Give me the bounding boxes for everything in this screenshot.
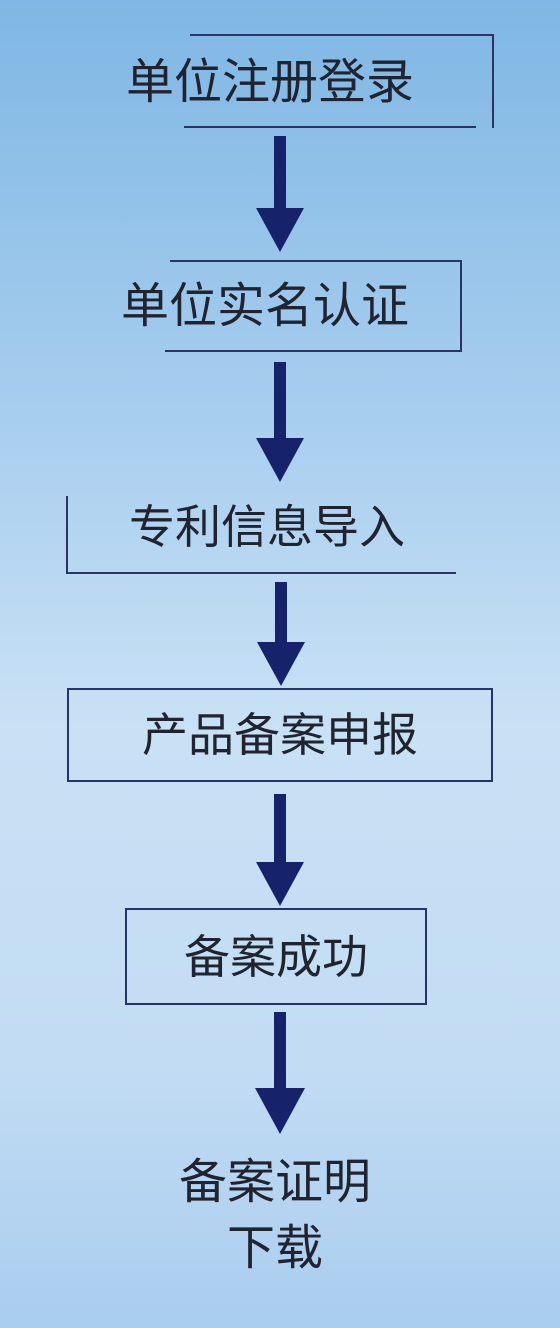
step-register-login-frame-top [190,34,494,36]
step-real-name-verification-label: 单位实名认证 [120,278,409,334]
arrow-down-icon [257,582,305,686]
step-filing-success-label: 备案成功 [184,930,368,984]
step-register-login-label: 单位注册登录 [125,54,414,110]
arrow-down-icon [256,136,304,252]
step-patent-info-import-frame-bottom [66,572,456,574]
arrow-down-icon [255,1012,305,1134]
step-register-login-frame-bottom [184,126,476,128]
arrow-down-icon [256,794,304,906]
step-product-filing-declaration-label: 产品备案申报 [142,708,418,762]
step-download-certificate-line-2: 下载 [226,1220,323,1276]
step-register-login-frame-right [492,34,494,128]
step-product-filing-declaration: 产品备案申报 [67,688,493,782]
step-real-name-verification-frame-right [460,260,462,352]
step-patent-info-import-label: 专利信息导入 [129,500,405,554]
step-real-name-verification-frame-bottom [165,350,462,352]
step-filing-success: 备案成功 [125,908,427,1005]
step-patent-info-import-frame-left [66,496,68,574]
step-download-certificate-line-1: 备案证明 [178,1154,371,1210]
step-real-name-verification-frame-top [170,260,462,262]
arrow-down-icon [256,362,304,482]
